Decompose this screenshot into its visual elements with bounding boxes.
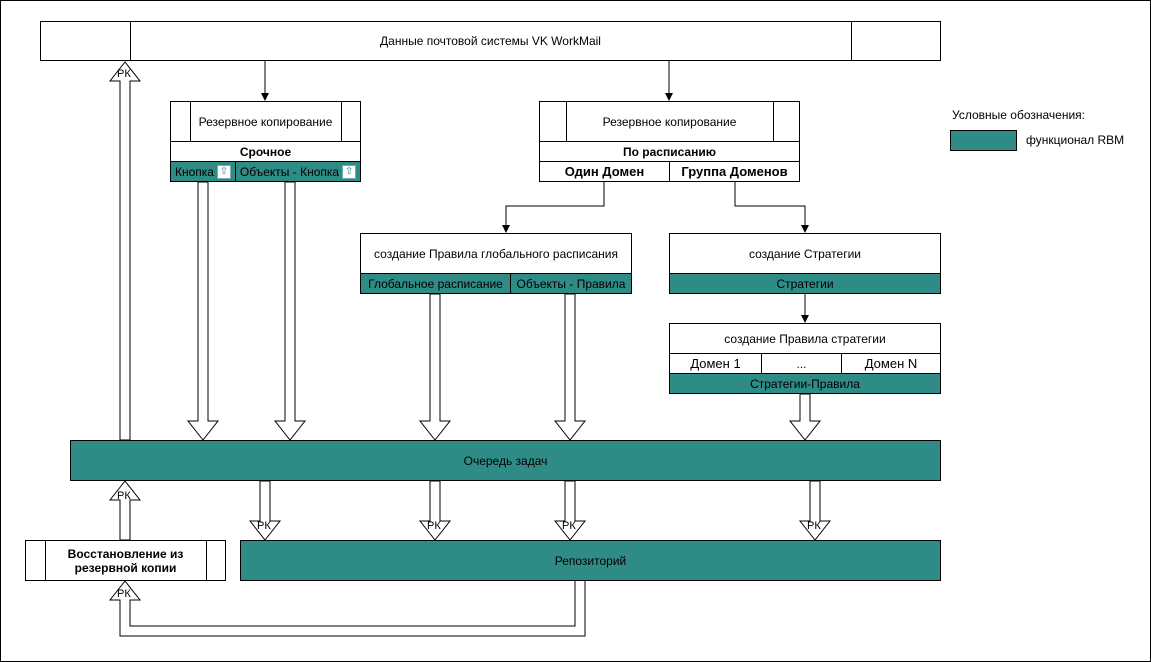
option-domain-group[interactable]: Группа Доменов [669, 161, 800, 182]
scheduled-subtitle: По расписанию [539, 141, 800, 162]
upload-icon: ⇧ [342, 164, 357, 179]
restore-box[interactable]: Восстановление из резервной копии [25, 540, 226, 581]
objects-rules-cell[interactable]: Объекты - Правила [510, 273, 632, 294]
mail-system-title: Данные почтовой системы VK WorkMail [380, 34, 601, 48]
pk-label-repo-2: РК [427, 520, 441, 532]
pk-label-repo-1: РК [257, 520, 271, 532]
global-rule-title: создание Правила глобального расписания [374, 246, 618, 261]
global-schedule-cell[interactable]: Глобальное расписание [360, 273, 511, 294]
domain-ellipsis-cell: ... [761, 353, 842, 374]
strategy-title: создание Стратегии [749, 246, 861, 261]
repository-box: Репозиторий [240, 540, 941, 581]
legend-title: Условные обозначения: [952, 108, 1085, 122]
pk-label-restore: РК [117, 588, 131, 600]
repository-label: Репозиторий [554, 553, 627, 568]
urgent-backup-title: Резервное копирование [198, 114, 333, 129]
strategies-rules-cell[interactable]: Стратегии-Правила [669, 373, 941, 394]
pk-label-repo-4: РК [807, 520, 821, 532]
pk-label-top: РК [117, 68, 131, 80]
urgent-subtitle: Срочное [170, 141, 361, 162]
strategies-cell[interactable]: Стратегии [669, 273, 941, 294]
strategy-rule-box: создание Правила стратегии [669, 323, 941, 354]
button-knopka[interactable]: Кнопка⇧ [170, 161, 236, 182]
global-rule-box: создание Правила глобального расписания [360, 233, 632, 274]
task-queue-box: Очередь задач [70, 440, 941, 481]
strategy-rule-title: создание Правила стратегии [724, 331, 886, 346]
legend-swatch [950, 130, 1017, 151]
strategy-box: создание Стратегии [669, 233, 941, 274]
option-one-domain[interactable]: Один Домен [539, 161, 670, 182]
scheduled-backup-box: Резервное копирование [539, 101, 800, 142]
task-queue-label: Очередь задач [463, 453, 548, 468]
pk-label-repo-3: РК [562, 520, 576, 532]
scheduled-backup-title: Резервное копирование [602, 114, 737, 129]
domain-n-cell[interactable]: Домен N [841, 353, 941, 374]
mail-system-data-box: Данные почтовой системы VK WorkMail [40, 21, 941, 61]
button-objects-knopka[interactable]: Объекты - Кнопка⇧ [235, 161, 361, 182]
legend-item-label: функционал RBM [1026, 133, 1125, 147]
urgent-backup-box: Резервное копирование [170, 101, 361, 142]
upload-icon: ⇧ [216, 164, 231, 179]
domain-1-cell[interactable]: Домен 1 [669, 353, 762, 374]
pk-label-queue: РК [117, 490, 131, 502]
restore-label: Восстановление из резервной копии [67, 546, 184, 575]
